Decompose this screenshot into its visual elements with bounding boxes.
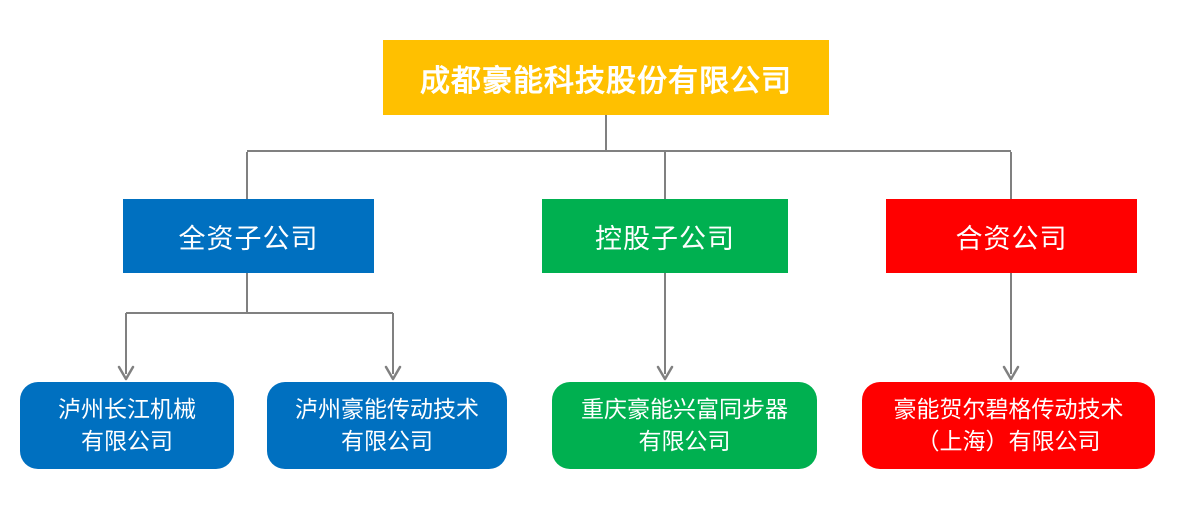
org-node-company-haoneng-hoerbiger-shanghai: 豪能贺尔碧格传动技术 （上海）有限公司 (862, 382, 1155, 469)
org-node-holding-subsidiary: 控股子公司 (542, 199, 788, 273)
org-node-company-chongqing-haoneng: 重庆豪能兴富同步器 有限公司 (552, 382, 817, 469)
arrowhead-icon (1002, 365, 1020, 381)
org-node-joint-venture: 合资公司 (886, 199, 1137, 273)
arrowhead-icon (117, 365, 135, 381)
org-node-company-luzhou-changjiang: 泸州长江机械 有限公司 (20, 382, 234, 469)
org-node-wholly-owned-subsidiary: 全资子公司 (123, 199, 374, 273)
arrowhead-icon (656, 365, 674, 381)
org-node-company-luzhou-haoneng: 泸州豪能传动技术 有限公司 (267, 382, 507, 469)
arrowhead-icon (384, 365, 402, 381)
org-node-root: 成都豪能科技股份有限公司 (383, 40, 829, 115)
